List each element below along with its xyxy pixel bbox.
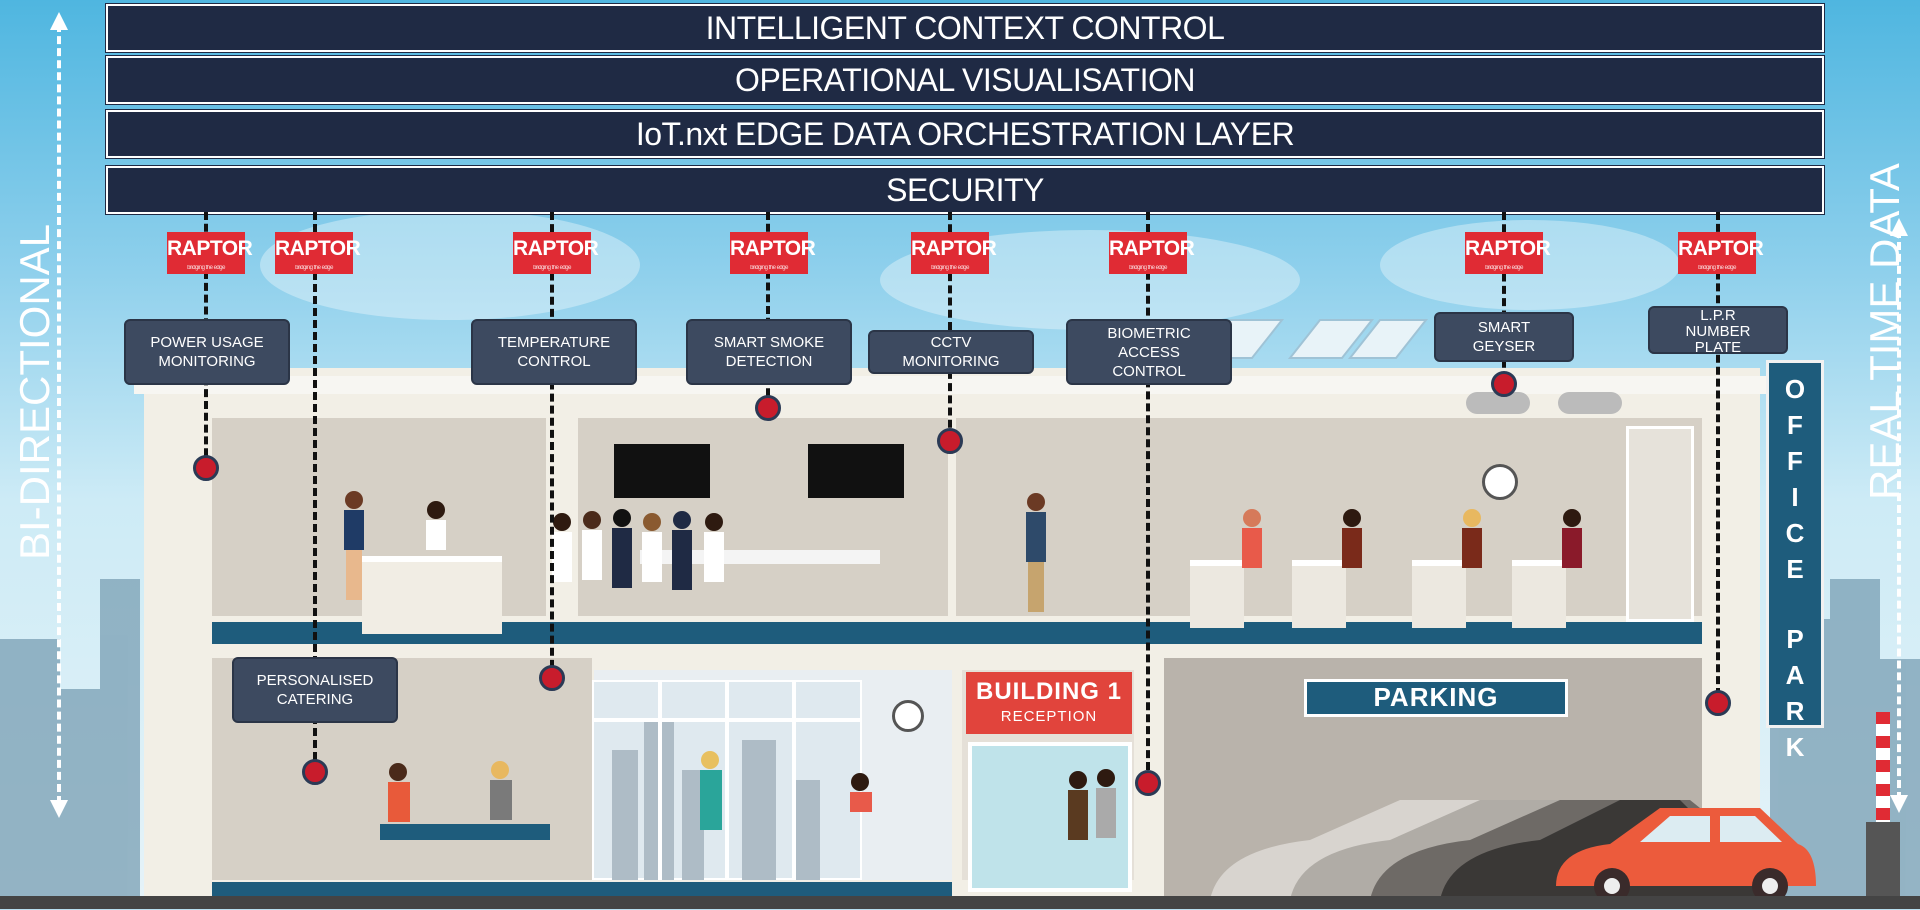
geyser-tank bbox=[1466, 392, 1530, 414]
raptor-tagline: bridging the edge bbox=[1698, 265, 1736, 271]
sensor-icon bbox=[539, 665, 565, 691]
office-park-sign: O F F I C E P A R K bbox=[1766, 360, 1824, 762]
raptor-device: RAPTOR bridging the edge bbox=[911, 232, 997, 274]
raptor-tagline: bridging the edge bbox=[750, 265, 788, 271]
bi-directional-label: BI-DIRECTIONAL bbox=[11, 223, 58, 560]
office-park-letter: C bbox=[1785, 518, 1805, 548]
real-time-data-label: REAL TIME DATA bbox=[1861, 163, 1908, 500]
arrow-down-icon bbox=[1890, 795, 1908, 813]
raptor-tagline: bridging the edge bbox=[931, 265, 969, 271]
raptor-device: RAPTOR bridging the edge bbox=[1465, 232, 1551, 274]
office-park-letter: F bbox=[1787, 446, 1803, 476]
raptor-label: RAPTOR bbox=[730, 237, 816, 260]
reception-desk bbox=[362, 556, 502, 634]
raptor-device: RAPTOR bridging the edge bbox=[167, 232, 253, 274]
raptor-device: RAPTOR bridging the edge bbox=[730, 232, 816, 274]
layer-edge-data-orchestration: IoT.nxt EDGE DATA ORCHESTRATION LAYER bbox=[106, 110, 1824, 158]
orange-car bbox=[1556, 808, 1816, 904]
raptor-label: RAPTOR bbox=[513, 237, 599, 260]
sensor-icon bbox=[755, 395, 781, 421]
label-temperature-control: TEMPERATURE CONTROL bbox=[471, 319, 637, 385]
geyser-tank bbox=[1558, 392, 1622, 414]
raptor-device: RAPTOR bridging the edge bbox=[275, 232, 361, 274]
clock-icon bbox=[1482, 464, 1518, 500]
office-park-letter: P bbox=[1786, 624, 1804, 654]
raptor-device: RAPTOR bridging the edge bbox=[1678, 232, 1764, 274]
boom-gate-post bbox=[1866, 822, 1900, 900]
sensor-icon bbox=[1705, 690, 1731, 716]
connection-line-cctv bbox=[948, 212, 952, 440]
raptor-tagline: bridging the edge bbox=[295, 265, 333, 271]
connection-line-temperature bbox=[550, 212, 554, 680]
layer-security: SECURITY bbox=[106, 166, 1824, 214]
building-sign: BUILDING 1 RECEPTION bbox=[966, 672, 1132, 734]
people-illustration bbox=[344, 491, 1582, 840]
raptor-tagline: bridging the edge bbox=[1129, 265, 1167, 271]
label-power-usage-monitoring: POWER USAGE MONITORING bbox=[124, 319, 290, 385]
meeting-table bbox=[640, 550, 880, 564]
sensor-icon bbox=[1491, 371, 1517, 397]
bookshelf bbox=[1626, 426, 1694, 622]
office-park-letter: E bbox=[1786, 554, 1804, 584]
office-desk bbox=[1412, 560, 1466, 628]
raptor-label: RAPTOR bbox=[275, 237, 361, 260]
arrow-down-icon bbox=[50, 800, 68, 818]
label-cctv-monitoring: CCTV MONITORING bbox=[868, 330, 1034, 374]
label-biometric-access-control: BIOMETRIC ACCESS CONTROL bbox=[1066, 319, 1232, 385]
roof bbox=[134, 376, 1770, 394]
raptor-label: RAPTOR bbox=[1678, 237, 1764, 260]
parking-sign: PARKING bbox=[1304, 679, 1568, 717]
office-desk bbox=[1512, 560, 1566, 628]
label-smart-geyser: SMART GEYSER bbox=[1434, 312, 1574, 362]
clock-icon bbox=[892, 700, 924, 732]
tv-screen bbox=[808, 444, 904, 498]
office-park-gap bbox=[1769, 587, 1821, 621]
raptor-label: RAPTOR bbox=[167, 237, 253, 260]
lobby-window bbox=[592, 680, 862, 880]
boom-gate bbox=[1876, 712, 1890, 822]
office-park-letter: O bbox=[1784, 374, 1806, 404]
arrow-up-icon bbox=[50, 12, 68, 30]
raptor-device: RAPTOR bridging the edge bbox=[1109, 232, 1195, 274]
raptor-tagline: bridging the edge bbox=[533, 265, 571, 271]
connection-line-biometric bbox=[1146, 212, 1150, 782]
label-smart-smoke-detection: SMART SMOKE DETECTION bbox=[686, 319, 852, 385]
connection-line-geyser bbox=[1502, 212, 1506, 380]
office-park-letter: R bbox=[1785, 696, 1805, 726]
raptor-tagline: bridging the edge bbox=[1485, 265, 1523, 271]
bidirectional-arrow-line bbox=[57, 24, 61, 804]
office-park-letter: F bbox=[1787, 410, 1803, 440]
sensor-icon bbox=[193, 455, 219, 481]
sensor-icon bbox=[302, 759, 328, 785]
sensor-icon bbox=[1135, 770, 1161, 796]
tv-screen bbox=[614, 444, 710, 498]
raptor-label: RAPTOR bbox=[911, 237, 997, 260]
layer-operational-visualisation: OPERATIONAL VISUALISATION bbox=[106, 56, 1824, 104]
office-park-letter: I bbox=[1791, 482, 1799, 512]
office-park-letter: K bbox=[1785, 732, 1805, 762]
connection-line-catering bbox=[313, 212, 317, 772]
raptor-device: RAPTOR bridging the edge bbox=[513, 232, 599, 274]
realtime-arrow-line bbox=[1897, 230, 1901, 800]
arrow-up-icon bbox=[1890, 218, 1908, 236]
sensor-icon bbox=[937, 428, 963, 454]
connection-line-lpr bbox=[1716, 212, 1720, 696]
layer-intelligent-context-control: INTELLIGENT CONTEXT CONTROL bbox=[106, 4, 1824, 52]
building-sign-subtitle: RECEPTION bbox=[1000, 708, 1098, 725]
ground bbox=[0, 896, 1920, 909]
label-personalised-catering: PERSONALISED CATERING bbox=[232, 657, 398, 723]
connection-line-smoke bbox=[766, 212, 770, 408]
office-park-letter: A bbox=[1785, 660, 1805, 690]
raptor-label: RAPTOR bbox=[1109, 237, 1195, 260]
office-desk bbox=[1292, 560, 1346, 628]
building-sign-title: BUILDING 1 bbox=[975, 678, 1122, 705]
raptor-tagline: bridging the edge bbox=[187, 265, 225, 271]
raptor-label: RAPTOR bbox=[1465, 237, 1551, 260]
label-lpr-number-plate: L.P.R NUMBER PLATE bbox=[1648, 306, 1788, 354]
office-desk bbox=[1190, 560, 1244, 628]
